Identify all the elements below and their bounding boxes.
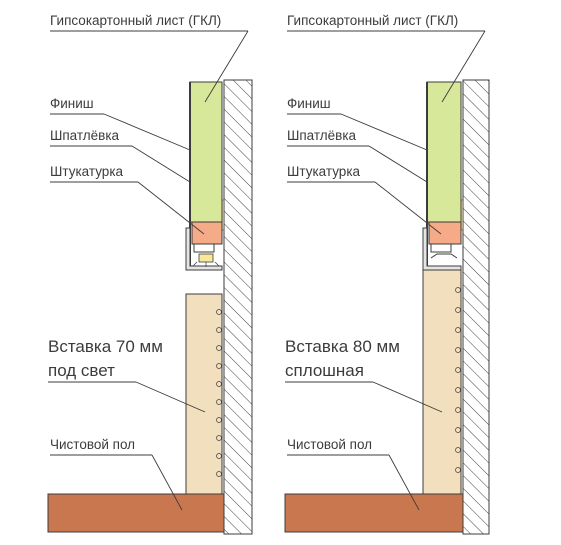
- left-insert-adhesive: [216, 309, 222, 477]
- right-wall-hatch: [462, 79, 490, 535]
- left-finish-leader: [103, 113, 191, 151]
- left-gkl-leader: [204, 30, 249, 103]
- right-gkl: [426, 81, 462, 223]
- left-insert: [185, 293, 223, 495]
- left-insert-leader: [135, 381, 206, 413]
- left-wall-hatch: [223, 79, 253, 535]
- right-insert: [422, 269, 462, 495]
- left-plaster-label: Штукатурка: [50, 164, 124, 179]
- left-gkl: [189, 81, 223, 223]
- right-insert-label-line2: сплошная: [285, 361, 364, 380]
- right-insert-adhesive: [455, 287, 461, 473]
- left-gkl-label: Гипсокартонный лист (ГКЛ): [50, 13, 221, 28]
- right-plaster-leader: [374, 181, 442, 235]
- left-led-ray3: [214, 261, 220, 267]
- left-putty-leader: [131, 145, 191, 183]
- left-detail: Гипсокартонный лист (ГКЛ) Финиш Шпатлёвк…: [47, 13, 253, 535]
- right-profile-bottom: [430, 253, 458, 259]
- left-led-ray1: [192, 261, 198, 267]
- left-profile-inner: [193, 244, 215, 253]
- left-insert-label-line2: под свет: [48, 361, 115, 380]
- left-finish-label: Финиш: [50, 96, 94, 111]
- right-putty-label: Шпатлёвка: [287, 128, 357, 143]
- right-putty-leader: [368, 145, 428, 183]
- right-gkl-label: Гипсокартонный лист (ГКЛ): [287, 13, 458, 28]
- right-floor-label: Чистовой пол: [287, 437, 372, 452]
- right-finish-leader: [340, 113, 428, 151]
- left-led: [198, 253, 214, 263]
- right-plaster-label: Штукатурка: [287, 164, 361, 179]
- right-insert-label-line1: Вставка 80 мм: [285, 337, 400, 356]
- right-finish-label: Финиш: [287, 96, 331, 111]
- right-floor-leader: [388, 454, 420, 511]
- right-floor: [284, 493, 464, 533]
- left-profile: [185, 227, 223, 271]
- right-plaster: [428, 221, 462, 245]
- left-plaster-leader: [137, 181, 205, 235]
- right-gkl-leader: [441, 30, 486, 103]
- right-profile-inner: [430, 244, 452, 253]
- left-putty-label: Шпатлёвка: [50, 128, 120, 143]
- left-floor-label: Чистовой пол: [50, 437, 135, 452]
- left-floor-leader: [151, 454, 183, 511]
- left-insert-label-line1: Вставка 70 мм: [48, 337, 163, 356]
- left-plaster: [191, 221, 223, 245]
- right-detail: Гипсокартонный лист (ГКЛ) Финиш Шпатлёвк…: [284, 13, 490, 535]
- left-floor: [47, 493, 225, 533]
- right-insert-leader: [372, 381, 443, 413]
